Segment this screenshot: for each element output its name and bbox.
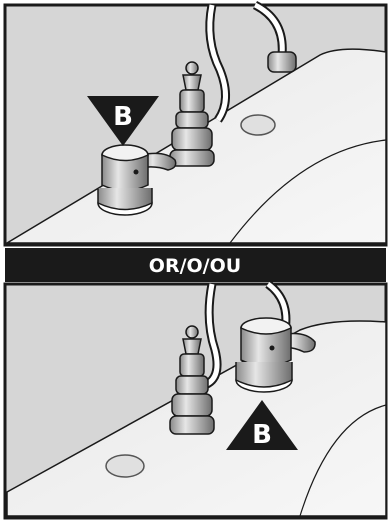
bottom-callout-letter: B [252,420,272,450]
bottom-sink-edge [299,404,387,517]
bottom-mounting-hole [105,454,145,478]
top-handle-b [97,144,177,216]
divider-text: OR/O/OU [149,255,241,277]
top-mounting-hole [240,114,276,136]
or-divider: OR/O/OU [5,248,386,282]
top-sink-edge [229,139,387,244]
bottom-callout-b: B [226,400,298,450]
bottom-ornate-valve [169,325,215,435]
top-panel: B [3,0,388,247]
bottom-handle-b [235,317,316,393]
bottom-panel: B [3,280,388,520]
top-callout-letter: B [113,102,133,132]
top-ornate-valve [169,61,215,167]
top-callout-b: B [87,96,159,146]
